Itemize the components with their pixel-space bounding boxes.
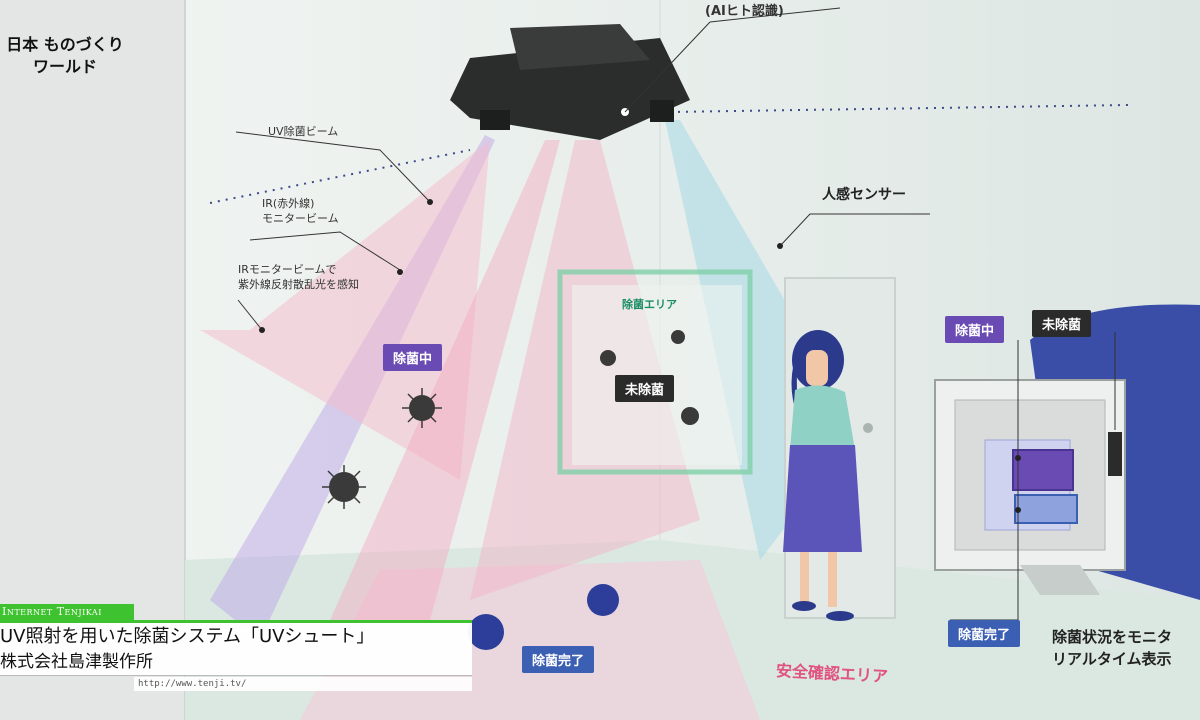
callout-ai-recognition: (AIヒト認識) [705,4,784,19]
callout-ir-beam-line2: モニタービーム [262,212,339,225]
callout-ir-detect-line1: IRモニタービームで [238,263,337,276]
right-tag-in-progress: 除菌中 [945,316,1005,343]
callout-ir-detect: IRモニタービームで 紫外線反射散乱光を感知 [238,262,359,292]
callout-uv-beam: UV除菌ビーム [268,125,339,138]
zone-label: 除菌エリア [622,298,677,311]
show-logo: 日本 ものづくり ワールド [0,34,130,78]
overlay-company: 株式会社島津製作所 [0,652,153,672]
monitor-caption-line1: 除菌状況をモニタ [1052,628,1173,646]
tag-not-done: 未除菌 [615,375,675,402]
callout-ir-beam-line1: IR(赤外線) [262,197,315,210]
callout-ir-detect-line2: 紫外線反射散乱光を感知 [238,278,359,291]
overlay-accent-line [0,620,472,623]
callout-ir-beam: IR(赤外線) モニタービーム [262,196,339,226]
tag-in-progress: 除菌中 [383,344,443,371]
right-tag-done: 除菌完了 [948,620,1021,647]
channel-tab: Internet Tenjikai [0,604,134,620]
callout-human-sensor: 人感センサー [822,187,906,203]
overlay-caption-box [0,623,472,676]
monitor-caption: 除菌状況をモニタ リアルタイム表示 [1052,626,1172,670]
logo-line-2: ワールド [32,57,97,76]
overlay-title: UV照射を用いた除菌システム「UVシュート」 [0,626,375,647]
right-tag-not-done: 未除菌 [1032,310,1092,337]
tag-done: 除菌完了 [522,646,595,673]
monitor-caption-line2: リアルタイム表示 [1052,650,1172,668]
logo-line-1: 日本 ものづくり [6,35,124,54]
overlay-url[interactable]: http://www.tenji.tv/ [134,677,472,691]
